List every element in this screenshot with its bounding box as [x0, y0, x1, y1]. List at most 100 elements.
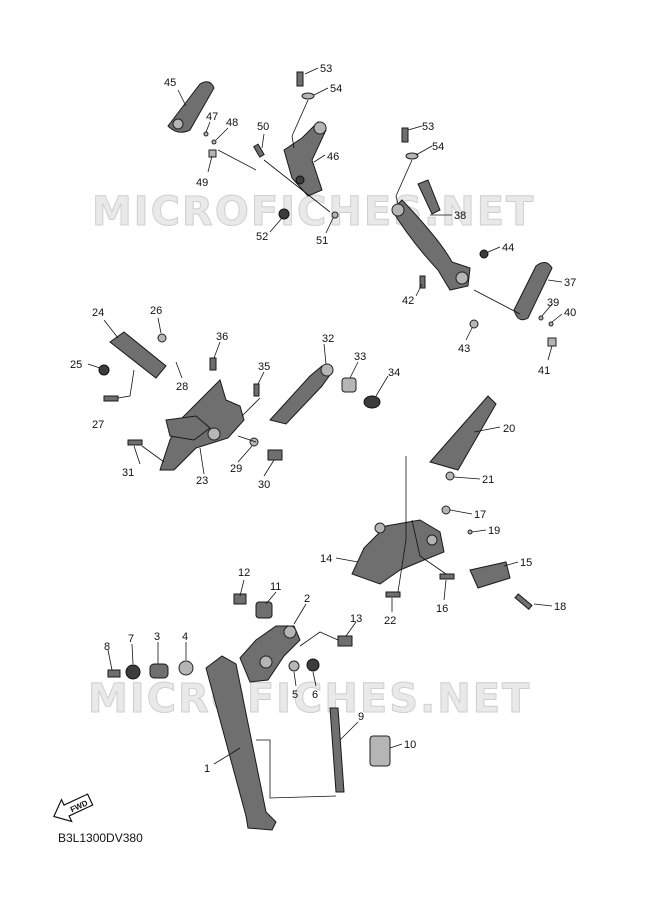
leader-11	[265, 591, 277, 605]
callout-11: 11	[270, 581, 281, 593]
cover-10	[369, 735, 391, 767]
leader-49	[207, 155, 213, 173]
washer-54a	[301, 92, 315, 100]
bracket-38-eye	[391, 203, 405, 217]
leader-48	[215, 127, 229, 141]
bolt-3	[149, 663, 169, 679]
leader-53b	[407, 125, 423, 131]
washer-4	[178, 660, 194, 676]
bracket-46	[283, 121, 327, 197]
callout-9: 9	[358, 711, 364, 723]
pin-47	[203, 131, 209, 137]
callout-17: 17	[474, 509, 486, 521]
footrest-45-pivot	[172, 118, 184, 130]
callout-45: 45	[164, 77, 176, 89]
footrest-15	[469, 561, 511, 589]
leader-33	[349, 361, 359, 379]
bolt-12	[233, 593, 247, 605]
leader-35	[257, 371, 265, 385]
leader-21	[453, 476, 481, 480]
callout-54a: 54	[330, 83, 342, 95]
pin-19	[467, 529, 473, 535]
leader-5	[293, 671, 297, 687]
bolt-53a	[296, 71, 304, 87]
leader-41	[547, 345, 553, 361]
bracket-38-arm	[417, 179, 441, 215]
nut-52	[278, 208, 290, 220]
callout-25: 25	[70, 359, 82, 371]
leader-12	[239, 579, 245, 597]
callout-14: 14	[320, 553, 332, 565]
callout-7: 7	[128, 633, 134, 645]
fwd-arrow: FWD	[53, 793, 94, 823]
pin-39	[538, 315, 544, 321]
leader-6	[312, 671, 317, 687]
leader-7	[131, 643, 134, 665]
watermark-top: MICROFICHES.NET	[92, 189, 535, 235]
nut-44	[479, 249, 489, 259]
pillion-footrest-right-group	[391, 127, 557, 347]
callout-12: 12	[238, 567, 250, 579]
bolt-16	[514, 593, 533, 611]
bracket-46-boss	[295, 175, 305, 185]
callout-38: 38	[454, 210, 466, 222]
spacer-30	[267, 449, 283, 461]
callout-42: 42	[402, 295, 414, 307]
callout-4: 4	[182, 631, 188, 643]
leader-lines	[87, 67, 563, 799]
callout-35: 35	[258, 361, 270, 373]
spring-9	[329, 707, 345, 793]
bolt-31	[127, 439, 143, 446]
leader-link-20-18	[397, 456, 407, 593]
leader-8	[107, 649, 113, 671]
leader-34	[375, 375, 389, 397]
clip-17	[441, 505, 451, 515]
washer-40	[548, 321, 554, 327]
callout-49: 49	[196, 177, 208, 189]
leader-40	[551, 313, 563, 323]
callout-15: 15	[520, 557, 532, 569]
callout-44: 44	[502, 242, 514, 254]
callout-40: 40	[564, 307, 576, 319]
callout-43: 43	[458, 343, 470, 355]
diagram-code: B3L1300DV380	[58, 831, 143, 845]
callout-51: 51	[316, 235, 328, 247]
bolt-8	[107, 669, 121, 678]
leader-30	[263, 459, 275, 477]
washer-29	[249, 437, 259, 447]
leader-link-38-37	[473, 289, 521, 315]
leader-54b-split	[395, 159, 413, 205]
callout-46: 46	[327, 151, 339, 163]
callout-10: 10	[404, 739, 416, 751]
sidestand-1	[205, 655, 277, 831]
leader-27	[117, 369, 135, 399]
callout-3: 3	[154, 631, 160, 643]
leader-54b	[415, 145, 433, 156]
callout-53a: 53	[320, 63, 332, 75]
heel-guard-20	[429, 395, 497, 471]
washer-5	[288, 660, 300, 672]
leader-13b	[299, 631, 339, 647]
leader-link-49-50	[217, 149, 257, 171]
leader-link-14-22	[411, 519, 447, 575]
leader-42	[415, 283, 423, 297]
callout-54b: 54	[432, 141, 444, 153]
leader-47	[205, 121, 211, 133]
callout-19: 19	[488, 525, 500, 537]
callout-53b: 53	[422, 121, 434, 133]
leader-31b	[141, 445, 165, 463]
leader-44	[487, 246, 501, 253]
callout-20: 20	[503, 423, 515, 435]
leader-45	[177, 89, 187, 107]
callout-23: 23	[196, 475, 208, 487]
clip-26	[157, 333, 167, 343]
bolt-21	[445, 471, 455, 481]
clip-49	[208, 149, 217, 158]
leader-43	[465, 327, 473, 341]
washer-48	[211, 139, 217, 145]
bracket-23-pivot	[207, 427, 221, 441]
leader-10	[389, 743, 403, 749]
clip-41	[547, 337, 557, 347]
callout-48: 48	[226, 117, 238, 129]
callout-2: 2	[304, 593, 310, 605]
